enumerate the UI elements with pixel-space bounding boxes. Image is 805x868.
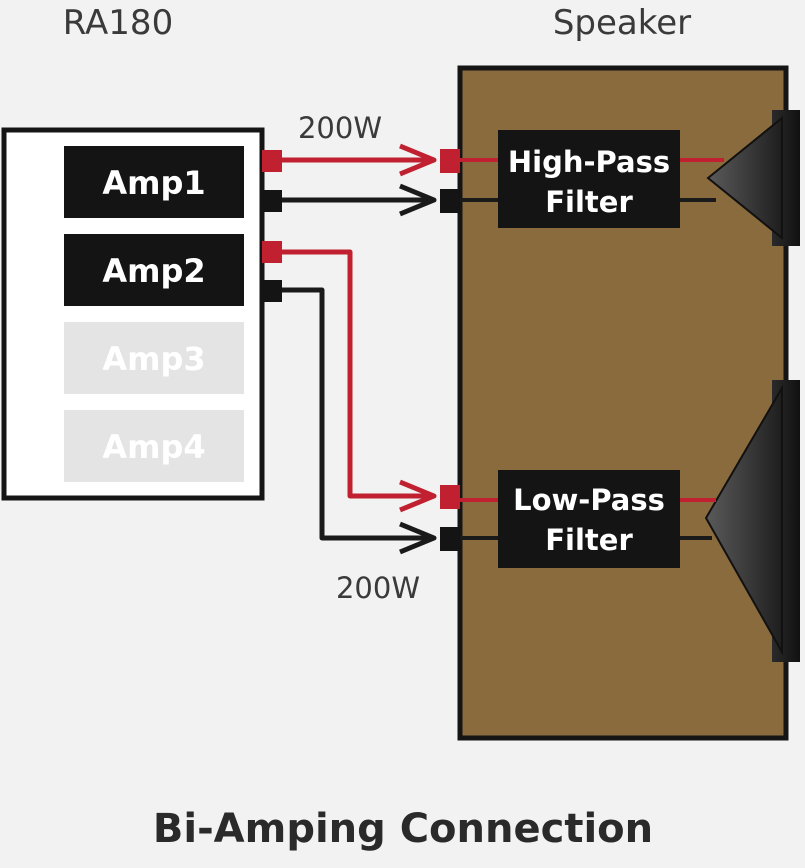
high-negative-terminal — [440, 189, 460, 213]
top-power-label: 200W — [298, 111, 382, 145]
amp-channel-4-label: Amp4 — [102, 428, 205, 466]
amp2-positive-arrow — [399, 479, 437, 513]
diagram-caption: Bi-Amping Connection — [153, 806, 653, 852]
low-positive-terminal — [440, 485, 460, 509]
amp2-negative-terminal — [262, 280, 282, 302]
amp-channel-2-label: Amp2 — [102, 252, 205, 290]
speaker-title: Speaker — [553, 3, 691, 43]
high-pass-filter: High-Pass Filter — [498, 130, 680, 228]
high-pass-filter-line1: High-Pass — [508, 145, 670, 179]
amp1-negative-arrow — [399, 183, 437, 217]
amp-channel-2: Amp2 — [64, 234, 244, 306]
low-pass-filter-line1: Low-Pass — [513, 483, 665, 517]
speaker-terminals — [440, 149, 460, 551]
internal-wiring — [460, 158, 724, 540]
amp1-positive-terminal — [262, 150, 282, 172]
amp2-positive-terminal — [262, 241, 282, 263]
amp1-positive-arrow — [399, 143, 437, 177]
amp1-negative-terminal — [262, 190, 282, 212]
high-pass-filter-line2: Filter — [545, 185, 633, 219]
amp-channel-3-label: Amp3 — [102, 340, 205, 378]
bottom-power-label: 200W — [336, 571, 420, 605]
tweeter-icon — [706, 110, 800, 246]
low-pass-filter-line2: Filter — [545, 523, 633, 557]
amp-terminals — [262, 150, 282, 302]
amp-channel-3: Amp3 — [64, 322, 244, 394]
amp-channel-1-label: Amp1 — [102, 164, 205, 202]
low-pass-filter: Low-Pass Filter — [498, 470, 680, 568]
amp2-negative-arrow — [399, 521, 437, 555]
speaker-cables — [280, 143, 437, 555]
amp-channel-1: Amp1 — [64, 146, 244, 218]
high-positive-terminal — [440, 149, 460, 173]
amp2-negative-wire — [280, 287, 432, 541]
amplifier-title: RA180 — [63, 3, 173, 43]
low-negative-terminal — [440, 527, 460, 551]
amp2-positive-wire — [280, 249, 432, 499]
woofer-icon — [704, 380, 800, 662]
amp-channel-4: Amp4 — [64, 410, 244, 482]
